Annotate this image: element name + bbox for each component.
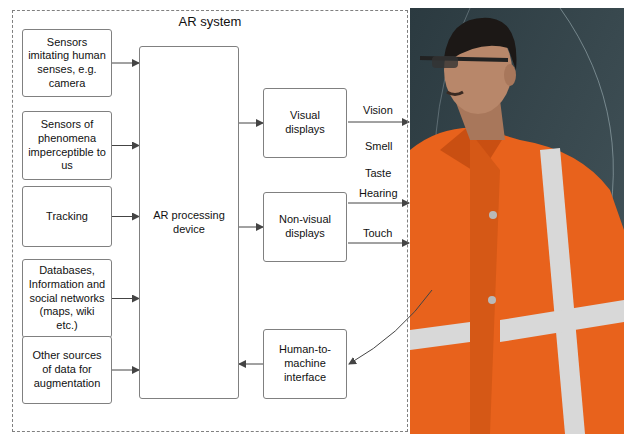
sense-label: Hearing bbox=[358, 187, 399, 200]
processor-box: AR processing device bbox=[139, 46, 239, 399]
input-box: Sensors imitating human senses, e.g. cam… bbox=[22, 29, 112, 97]
interface-box: Human-to-machine interface bbox=[263, 329, 347, 399]
output-arrow bbox=[348, 243, 409, 244]
sense-label: Taste bbox=[364, 167, 392, 180]
input-arrow bbox=[349, 290, 432, 364]
display-box: Visual displays bbox=[263, 88, 347, 158]
input-box: Databases, Information and social networ… bbox=[22, 259, 112, 338]
sense-label: Touch bbox=[362, 227, 393, 240]
box-text: AR processing device bbox=[145, 209, 233, 237]
input-box: Tracking bbox=[22, 186, 112, 247]
box-text: Visual displays bbox=[269, 109, 341, 137]
connector-arrow bbox=[239, 364, 263, 365]
sense-label: Smell bbox=[364, 140, 394, 153]
box-text: Non-visual displays bbox=[269, 213, 341, 241]
connector-arrow bbox=[239, 123, 263, 124]
group-title: AR system bbox=[13, 14, 407, 29]
box-text: Databases, Information and social networ… bbox=[28, 264, 106, 333]
sense-label: Vision bbox=[362, 104, 394, 117]
box-text: Other sources of data for augmentation bbox=[28, 349, 106, 390]
connector-arrow bbox=[239, 227, 263, 228]
box-text: Sensors of phenomena imperceptible to us bbox=[28, 118, 106, 173]
display-box: Non-visual displays bbox=[263, 192, 347, 262]
box-text: Tracking bbox=[46, 210, 88, 224]
input-box: Sensors of phenomena imperceptible to us bbox=[22, 111, 112, 180]
connector-arrow bbox=[112, 370, 139, 371]
output-arrow bbox=[348, 203, 409, 204]
connector-arrow bbox=[112, 145, 139, 146]
worker-photo bbox=[410, 8, 624, 434]
input-box: Other sources of data for augmentation bbox=[22, 336, 112, 404]
box-text: Human-to-machine interface bbox=[269, 343, 341, 384]
connector-arrow bbox=[112, 298, 139, 299]
connector-arrow bbox=[112, 63, 139, 64]
system-boundary: AR systemSensors imitating human senses,… bbox=[12, 10, 408, 432]
output-arrow bbox=[348, 122, 409, 123]
connector-arrow bbox=[112, 216, 139, 217]
box-text: Sensors imitating human senses, e.g. cam… bbox=[28, 36, 106, 91]
